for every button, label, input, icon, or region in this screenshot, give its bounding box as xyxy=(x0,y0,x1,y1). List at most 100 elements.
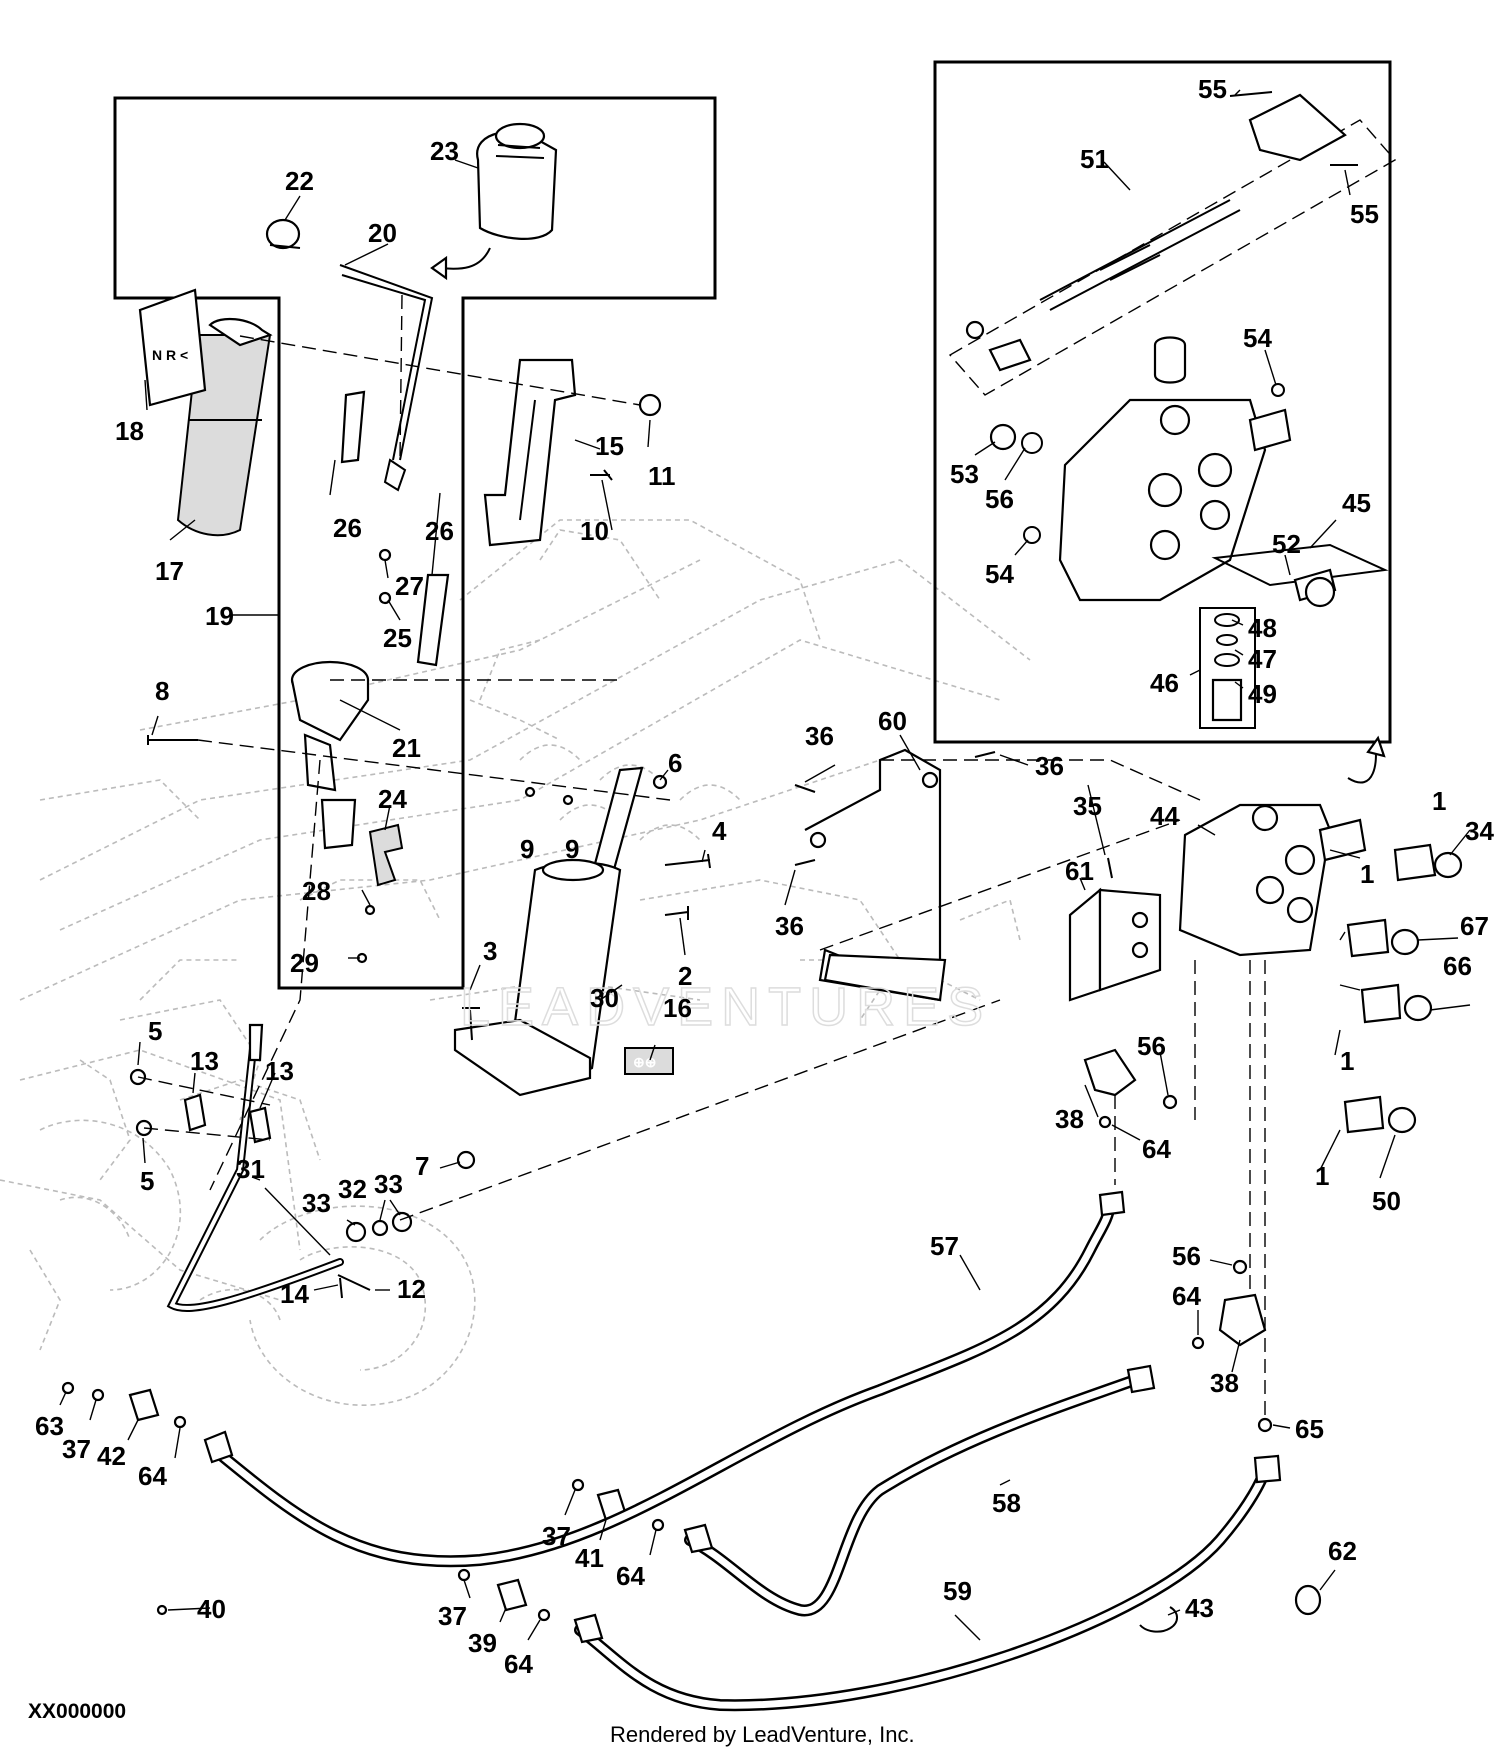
callout-24: 24 xyxy=(378,784,407,814)
part-knob-boot xyxy=(476,122,558,240)
callout-37b: 37 xyxy=(542,1521,571,1551)
callout-46: 46 xyxy=(1150,668,1179,698)
callout-11: 11 xyxy=(648,461,676,491)
part-bolt-36a xyxy=(794,784,816,793)
valve-detail-inset-box xyxy=(933,60,1392,744)
boot-arrow xyxy=(439,247,491,270)
callout-20: 20 xyxy=(368,218,397,248)
callout-10: 10 xyxy=(580,516,609,546)
callout-25: 25 xyxy=(383,623,412,653)
callout-56c: 56 xyxy=(985,484,1014,514)
callout-7: 7 xyxy=(415,1151,429,1181)
hose-end-57b xyxy=(1098,1190,1126,1217)
part-decal: N R < xyxy=(138,288,207,407)
callout-4: 4 xyxy=(712,816,727,846)
svg-text:N R <: N R < xyxy=(152,347,188,363)
part-valve-body xyxy=(1058,336,1292,602)
leader-lines xyxy=(59,89,1471,1641)
callout-50: 50 xyxy=(1372,1186,1401,1216)
callout-26b: 26 xyxy=(425,516,454,546)
callout-13b: 13 xyxy=(265,1056,294,1086)
hose-end-57a xyxy=(203,1430,234,1464)
callout-9a: 9 xyxy=(520,834,534,864)
hose-end-58a xyxy=(683,1523,714,1554)
callout-9b: 9 xyxy=(565,834,579,864)
part-oring-64c xyxy=(173,1415,187,1429)
part-coupler-66 xyxy=(1360,983,1433,1024)
part-clamp-13b xyxy=(248,1106,272,1144)
callout-58: 58 xyxy=(992,1488,1021,1518)
callout-17: 17 xyxy=(155,556,184,586)
part-coupler-34 xyxy=(1393,843,1463,882)
callout-33b: 33 xyxy=(374,1169,403,1199)
part-screw-55a xyxy=(1229,91,1273,97)
part-hose-58 xyxy=(684,1374,1141,1617)
callout-2: 2 xyxy=(678,961,692,991)
part-adapter-42 xyxy=(128,1388,160,1422)
part-elbow-38a xyxy=(1083,1048,1137,1097)
callout-37a: 37 xyxy=(62,1434,91,1464)
callout-23: 23 xyxy=(430,136,459,166)
part-pin-14 xyxy=(339,1277,343,1299)
callout-38a: 38 xyxy=(1055,1104,1084,1134)
callout-39: 39 xyxy=(468,1628,497,1658)
part-decal-16: ⊕⊕ xyxy=(624,1047,674,1075)
part-hose-57 xyxy=(209,1199,1116,1568)
part-oring-64b xyxy=(1191,1336,1205,1350)
part-oring-37b xyxy=(571,1478,585,1492)
callout-32: 32 xyxy=(338,1174,367,1204)
callout-43: 43 xyxy=(1185,1593,1214,1623)
callout-52: 52 xyxy=(1272,529,1301,559)
part-oring-37c xyxy=(457,1568,471,1582)
part-oring-54b xyxy=(1023,526,1041,544)
part-bushing-11 xyxy=(638,393,662,417)
hose-end-59a xyxy=(573,1613,604,1644)
part-plug-53 xyxy=(989,423,1017,451)
part-pin-lower xyxy=(416,573,450,667)
callout-51: 51 xyxy=(1080,144,1109,174)
callout-16: 16 xyxy=(663,993,692,1023)
watermark-text: LEADVENTURES xyxy=(460,977,991,1037)
callout-15: 15 xyxy=(595,431,624,461)
part-clamp-43 xyxy=(1139,1606,1179,1633)
part-washer-33a xyxy=(345,1221,367,1243)
callout-27: 27 xyxy=(395,571,424,601)
part-bolt-8 xyxy=(147,735,198,745)
callout-67: 67 xyxy=(1460,911,1489,941)
callout-14: 14 xyxy=(280,1279,309,1309)
inset-arrow-head xyxy=(1366,735,1386,758)
part-oring-62 xyxy=(1294,1584,1322,1616)
rendered-by-credit: Rendered by LeadVenture, Inc. xyxy=(610,1722,915,1747)
callout-56b: 56 xyxy=(1172,1241,1201,1271)
hose-end-59b xyxy=(1253,1454,1282,1484)
part-screw-10 xyxy=(590,469,613,481)
part-oring-56b xyxy=(1232,1259,1248,1275)
callout-12: 12 xyxy=(397,1274,426,1304)
callout-13a: 13 xyxy=(190,1046,219,1076)
callout-64a: 64 xyxy=(1142,1134,1171,1164)
callout-44: 44 xyxy=(1150,801,1179,831)
svg-text:⊕⊕: ⊕⊕ xyxy=(633,1054,656,1070)
part-oring-56a xyxy=(1162,1094,1178,1110)
callout-8: 8 xyxy=(155,676,169,706)
callout-63: 63 xyxy=(35,1411,64,1441)
callout-1a: 1 xyxy=(1432,786,1446,816)
part-oring-64a xyxy=(1098,1115,1112,1129)
callout-59: 59 xyxy=(943,1576,972,1606)
callout-6: 6 xyxy=(668,748,682,778)
callout-36c: 36 xyxy=(775,911,804,941)
part-washer-32 xyxy=(371,1219,389,1237)
part-oring-65 xyxy=(1257,1417,1273,1433)
callout-29: 29 xyxy=(290,948,319,978)
callout-38b: 38 xyxy=(1210,1368,1239,1398)
callout-62: 62 xyxy=(1328,1536,1357,1566)
part-oring-37a xyxy=(91,1388,105,1402)
part-bolt-2 xyxy=(664,906,689,920)
part-oring-64e xyxy=(537,1608,551,1622)
callout-56a: 56 xyxy=(1137,1031,1166,1061)
part-bolt-36c xyxy=(794,859,816,866)
part-nut-7 xyxy=(456,1150,476,1170)
callout-66: 66 xyxy=(1443,951,1472,981)
